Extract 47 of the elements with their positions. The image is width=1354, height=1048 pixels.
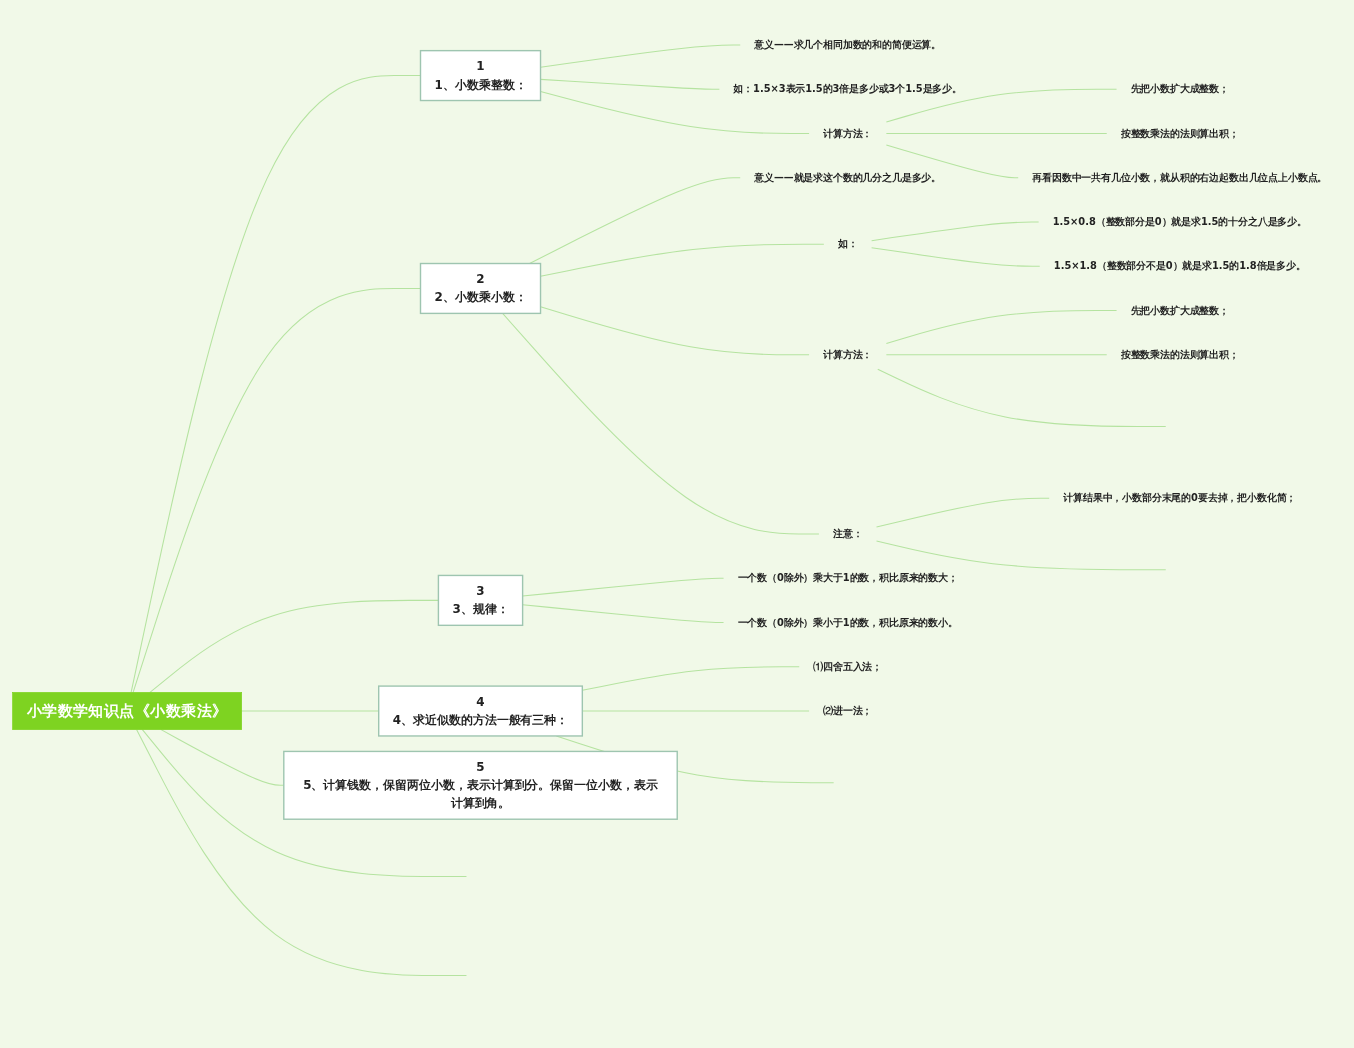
subtopic-text: 1.5×0.8（整数部分是0）就是求1.5的十分之八是多少。: [1052, 216, 1307, 228]
connector-line: [871, 247, 1041, 267]
subtopic-text: 计算结果中，小数部分末尾的0要去掉，把小数化简；: [1063, 492, 1297, 504]
topic-box: 1 1、小数乘整数：: [419, 49, 542, 102]
subtopic-text: 如：: [837, 238, 858, 250]
connector-line: [885, 310, 1118, 344]
topic-box: 4 4、求近似数的方法一般有三种：: [378, 685, 584, 737]
connector-line: [885, 133, 1108, 135]
subtopic-text: 如：1.5×3表示1.5的3倍是多少或3个1.5是多少。: [733, 83, 962, 95]
connector-line: [540, 243, 825, 277]
subtopic-text: 一个数（0除外）乘小于1的数，积比原来的数小。: [737, 616, 958, 628]
connector-line: [522, 577, 725, 597]
connector-line: [529, 177, 741, 265]
subtopic-text: 计算方法：: [823, 348, 873, 361]
subtopic-text: 先把小数扩大成整数；: [1130, 83, 1229, 95]
connector-line: [885, 354, 1108, 356]
subtopic-text: 意义——求几个相同加数的和的简便运算。: [754, 39, 942, 51]
connector-line: [885, 144, 1019, 179]
connector-line: [540, 44, 741, 68]
connector-line: [540, 91, 810, 135]
connector-line: [149, 599, 439, 693]
subtopic-text: 计算方法：: [823, 127, 873, 139]
connector-line: [540, 78, 720, 90]
connector-line: [871, 221, 1040, 242]
subtopic-text: 注意：: [832, 528, 863, 540]
connector-line: [502, 312, 820, 535]
subtopic-text: 按整数乘法的法则算出积；: [1120, 348, 1239, 361]
connector-line: [522, 604, 725, 624]
topic-box: 2 2、小数乘小数：: [419, 262, 542, 315]
connector-line: [141, 729, 467, 877]
subtopic-text: 1.5×1.8（整数部分不是0）就是求1.5的1.8倍是多少。: [1053, 260, 1306, 272]
central-topic-box: 小学数学知识点《小数乘法》: [12, 692, 242, 730]
subtopic-text: 先把小数扩大成整数；: [1130, 304, 1229, 316]
subtopic-text: ⑵进一法；: [823, 705, 873, 717]
connector-line: [540, 306, 810, 356]
connector-line: [136, 729, 467, 977]
subtopic-text: 意义——就是求这个数的几分之几是多少。: [754, 171, 942, 184]
subtopic-text: 按整数乘法的法则算出积；: [1120, 127, 1239, 139]
topic-box: 3 3、规律：: [437, 574, 524, 627]
connector-line: [885, 88, 1118, 123]
subtopic-text: 再看因数中一共有几位小数，就从积的右边起数出几位点上小数点。: [1032, 171, 1328, 184]
connector-line: [877, 368, 1167, 428]
connector-line: [876, 497, 1050, 528]
connector-line: [876, 540, 1167, 571]
subtopic-text: 一个数（0除外）乘大于1的数，积比原来的数大；: [737, 572, 958, 584]
topic-box: 5 5、计算钱数，保留两位小数，表示计算到分。保留一位小数，表示计算到角。: [283, 750, 678, 820]
subtopic-text: ⑴四舍五入法；: [813, 660, 883, 673]
